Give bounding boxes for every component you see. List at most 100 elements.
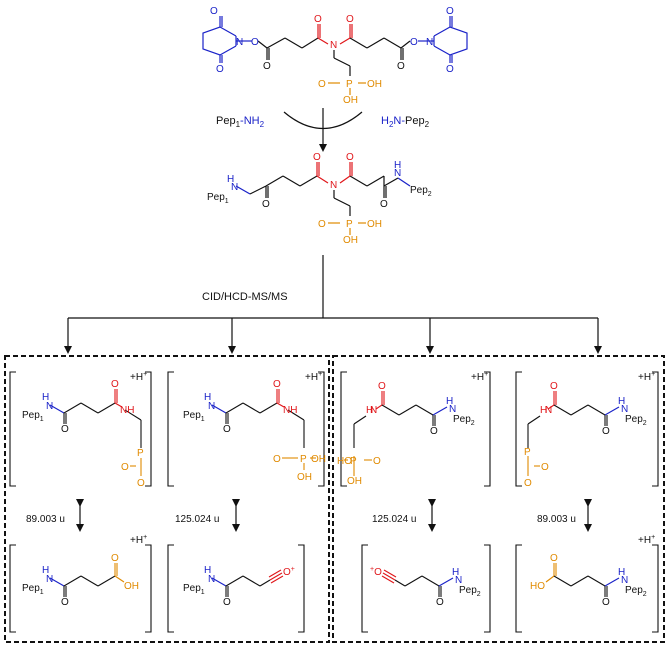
atom-label: + [484,371,488,378]
crosslinker-labels: O O N O O O N O O O N O O O P OH OH [210,6,454,106]
atom-label: 2 [471,420,475,427]
atom-label: Pep [22,583,40,594]
atom-label: H [618,396,625,407]
atom-label: Pep [453,414,471,425]
atom-label: OH [347,476,362,487]
atom-label: O [137,478,145,489]
atom-label: NH [283,405,297,416]
atom-label: 2 [425,120,430,129]
atom-label: +H [471,372,484,383]
fragment-f-labels: H N Pep1 O O+ [183,565,295,608]
right-linker-chain [349,37,411,60]
atom-label: H [42,565,49,576]
mass-loss-arrows [76,499,592,532]
charge-label: +H+ [305,371,322,383]
atom-o: O [446,6,454,17]
atom-label: H [42,392,49,403]
atom-label: 2 [428,191,432,198]
left-fragment-group [4,355,330,643]
atom-label: + [143,534,147,541]
charge-label: +H+ [130,371,147,383]
atom-label: HO [337,456,352,467]
charge-label: +H+ [638,371,655,383]
atom-label: H [381,115,389,127]
atom-label: O [374,567,382,578]
fragment-c [344,391,448,476]
atom-label: N [330,180,337,191]
atom-o: O [318,79,326,90]
atom-label: 1 [40,416,44,423]
fragment-h-labels: HO O O H N Pep2 [530,553,647,608]
atom-o: O [410,37,418,48]
atom-label: +H [638,535,651,546]
atom-label: 1 [40,589,44,596]
method-label: CID/HCD-MS/MS [202,291,288,303]
atom-label: Pep [22,410,40,421]
atom-label: O [524,478,532,489]
atom-label: O [111,553,119,564]
fragment-d [527,391,620,476]
left-linker-chain [257,37,319,60]
atom-label: HO [530,581,545,592]
atom-label: OH [124,581,139,592]
atom-label: 1 [236,120,241,129]
atom-label: O [380,199,388,210]
atom-label: O [313,152,321,163]
fragment-a [49,389,142,476]
reactant-right: H2N-Pep2 [381,115,430,129]
fragment-b-labels: H N Pep1 O O NH O P OH OH [183,379,326,483]
atom-label: Pep [183,583,201,594]
atom-label: OH [297,472,312,483]
atom-label: 2 [477,591,481,598]
atom-label: O [61,424,69,435]
left-nhs-ring [202,16,252,63]
atom-label: O [283,567,291,578]
atom-label: Pep [459,585,477,596]
svg-text:Pep2: Pep2 [459,585,481,598]
phosphonate-group [328,82,366,95]
atom-label: O [273,379,281,390]
atom-label: O [111,379,119,390]
atom-label: P [524,447,531,458]
atom-label: O [550,553,558,564]
atom-label: N [545,405,552,416]
atom-label: +H [638,372,651,383]
atom-o: O [314,14,322,25]
atom-o: O [251,37,259,48]
atom-n: N [426,37,433,48]
fragment-f [211,569,284,597]
atom-label: NH [120,405,134,416]
fragment-a-labels: H N Pep1 O O NH O P O [22,379,145,489]
atom-label: Pep [625,414,643,425]
atom-o: O [263,61,271,72]
atom-label: O [602,426,610,437]
atom-n: N [236,37,243,48]
atom-label: N [394,168,401,179]
mass-loss-d: 89.003 u [537,514,576,525]
atom-label: N [621,404,628,415]
atom-label: 1 [201,416,205,423]
atom-label: N [46,574,53,585]
atom-label: P [350,456,357,467]
atom-label: N [449,404,456,415]
brackets [9,371,659,633]
atom-label: 2 [643,591,647,598]
crosslinker-structure [202,16,468,95]
atom-label: 2 [260,120,265,129]
reaction-step: Pep1-NH2 H2N-Pep2 [216,108,430,152]
atom-label: Pep [410,185,428,196]
svg-text:Pep2: Pep2 [453,414,475,427]
fragment-g-labels: +O O H N Pep2 [370,566,481,608]
mass-loss-a: 89.003 u [26,514,65,525]
atom-label: 2 [389,120,394,129]
mass-loss-b: 125.024 u [175,514,220,525]
fragment-e-labels: H N Pep1 O O OH [22,553,139,608]
atom-label: N [370,405,377,416]
atom-label: O [61,597,69,608]
atom-label: N [46,401,53,412]
svg-text:Pep1: Pep1 [22,583,44,596]
reactant-left: Pep1-NH2 [216,115,265,129]
atom-label: O [121,462,129,473]
fragment-b [211,389,316,470]
